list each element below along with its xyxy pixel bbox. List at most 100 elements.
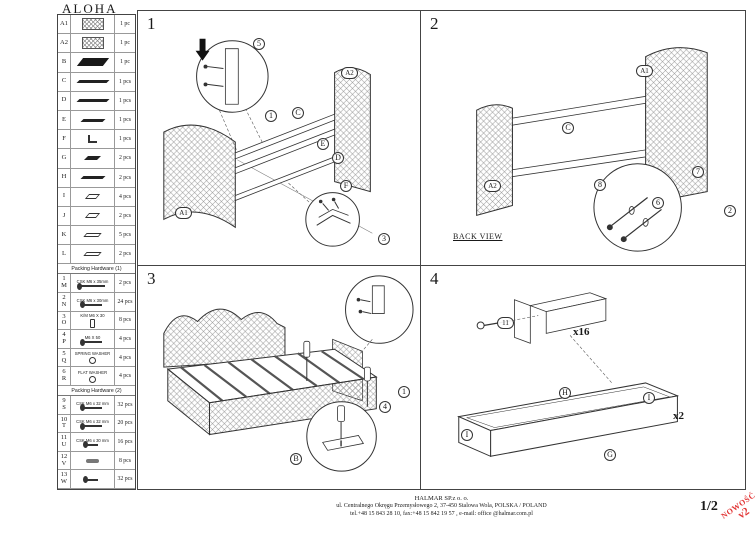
hardware-desc: K/M M6 X 30 xyxy=(80,312,105,318)
part-row: C 1 pcs xyxy=(58,72,135,92)
part-label: A2 xyxy=(58,34,71,53)
hardware-shape-icon xyxy=(89,375,96,383)
part-row: B 1 pc xyxy=(58,53,135,73)
hardware-number: 12 xyxy=(60,452,68,460)
hardware-qty: 16 pcs xyxy=(114,433,135,451)
hardware-number: 5 xyxy=(62,349,66,357)
hardware-row: 5 Q SPRING WASHER 4 pcs xyxy=(58,348,135,368)
hardware-desc: M6 X 50 xyxy=(84,335,101,341)
hardware-row: 2 N CSK M6 x 30mm 24 pcs xyxy=(58,293,135,312)
part-qty: 1 pcs xyxy=(114,130,135,149)
step-number: 1 xyxy=(147,14,156,33)
callout-label: 7 xyxy=(692,166,704,178)
screwdriver xyxy=(364,367,370,381)
step-number: 4 xyxy=(430,269,439,288)
part-qty: 2 pcs xyxy=(114,149,135,168)
hardware-icon-cell: CSK M6 x 32 mm xyxy=(71,415,114,433)
part-icon-cell xyxy=(71,130,114,148)
hardware-qty: 20 pcs xyxy=(114,414,135,433)
hardware-id: 12 V xyxy=(58,451,71,470)
part-qty: 1 pcs xyxy=(114,72,135,91)
callout-label: 6 xyxy=(652,197,664,209)
part-row: L 2 pcs xyxy=(58,245,135,265)
hardware-qty: 4 pcs xyxy=(114,348,135,367)
quantity-note-x16: x16 xyxy=(573,326,590,338)
part-shape-icon xyxy=(83,252,102,257)
assembly-steps: 1 5 1 A2 C E D F A1 3 xyxy=(137,10,746,490)
hardware-qty: 32 pcs xyxy=(114,396,135,414)
hardware-icon-cell: CSK M6 x 30mm xyxy=(71,293,114,311)
hardware-row: 13 W 32 pcs xyxy=(58,470,135,489)
hardware-number: 2 xyxy=(62,294,66,302)
part-qty: 2 pcs xyxy=(114,168,135,187)
hardware-shape-icon xyxy=(90,318,95,328)
assembly-step-4: 4 11 x16 H I I G x2 xyxy=(420,265,746,490)
part-label-a2: A2 xyxy=(484,180,501,192)
part-shape-icon xyxy=(84,194,101,200)
hardware-row: 9 S CSK M6 x 32 mm 32 pcs xyxy=(58,396,135,415)
hardware-qty: 2 pcs xyxy=(114,274,135,293)
hardware-qty: 8 pcs xyxy=(114,311,135,330)
part-row: K 5 pcs xyxy=(58,226,135,246)
hardware-shape-icon xyxy=(83,476,98,484)
part-row: A1 1 pc xyxy=(58,15,135,35)
part-shape-icon xyxy=(76,58,109,67)
part-row: I 4 pcs xyxy=(58,187,135,207)
hardware-icon-cell: M6 X 50 xyxy=(71,330,114,348)
callout-label: 11 xyxy=(497,317,514,329)
part-qty: 5 pcs xyxy=(114,226,135,245)
hardware-desc: SPRING WASHER xyxy=(74,351,111,357)
hardware-desc: FLAT WASHER xyxy=(77,369,108,375)
footboard-a2 xyxy=(335,68,371,192)
down-arrow-icon xyxy=(195,38,210,61)
part-row: J 2 pcs xyxy=(58,206,135,227)
hardware-row: 3 O K/M M6 X 30 8 pcs xyxy=(58,311,135,331)
assembly-step-3: 3 1 4 B xyxy=(137,265,421,490)
hardware-number: 9 xyxy=(62,396,66,404)
hardware-shape-icon xyxy=(86,459,99,464)
part-icon-cell xyxy=(71,15,114,33)
page-number: 1/2 xyxy=(700,499,718,514)
part-icon-cell xyxy=(71,53,114,71)
part-label-g: G xyxy=(604,449,616,461)
hardware-row: 12 V 8 pcs xyxy=(58,451,135,471)
hardware-icon-cell xyxy=(71,470,114,488)
part-shape-icon xyxy=(76,80,109,84)
hardware-id: 10 T xyxy=(58,414,71,433)
hardware-id: 6 R xyxy=(58,367,71,385)
hardware-number: 6 xyxy=(62,368,66,376)
part-label: B xyxy=(58,53,71,72)
product-title: ALOHA xyxy=(62,1,118,16)
hardware-shape-icon xyxy=(83,441,98,449)
hardware-id: 2 N xyxy=(58,293,71,311)
part-shape-icon xyxy=(88,135,97,144)
hardware-qty: 24 pcs xyxy=(114,293,135,311)
part-shape-icon xyxy=(84,213,101,219)
hardware-id: 5 Q xyxy=(58,348,71,367)
hardware-shape-icon xyxy=(79,404,102,412)
part-label-i: I xyxy=(461,429,473,441)
hardware-number: 3 xyxy=(62,312,66,320)
part-icon-cell xyxy=(71,169,114,187)
part-label-c: C xyxy=(562,122,574,134)
hardware-icon-cell: FLAT WASHER xyxy=(71,367,114,385)
hardware-desc: CSK M6 x 35mm xyxy=(76,279,109,285)
headboard-a1 xyxy=(646,48,708,204)
part-icon-cell xyxy=(71,92,114,110)
hardware-number: 10 xyxy=(60,415,68,423)
rail-c xyxy=(235,114,334,159)
part-row: E 1 pcs xyxy=(58,110,135,131)
callout-circle xyxy=(306,193,360,247)
hardware-shape-icon xyxy=(79,338,102,346)
part-shape-icon xyxy=(81,18,104,31)
part-label: F xyxy=(58,130,71,149)
parts-table: A1 1 pc A2 1 pc B 1 pc C xyxy=(57,14,136,490)
hardware-letter: M xyxy=(61,282,67,290)
callout-label: 2 xyxy=(724,205,736,217)
hardware-letter: R xyxy=(61,375,67,383)
hardware-number: 1 xyxy=(62,275,66,283)
hardware-letter: V xyxy=(61,459,67,467)
part-shape-icon xyxy=(76,99,109,103)
part-qty: 1 pcs xyxy=(114,91,135,110)
hardware-letter: U xyxy=(61,440,67,448)
